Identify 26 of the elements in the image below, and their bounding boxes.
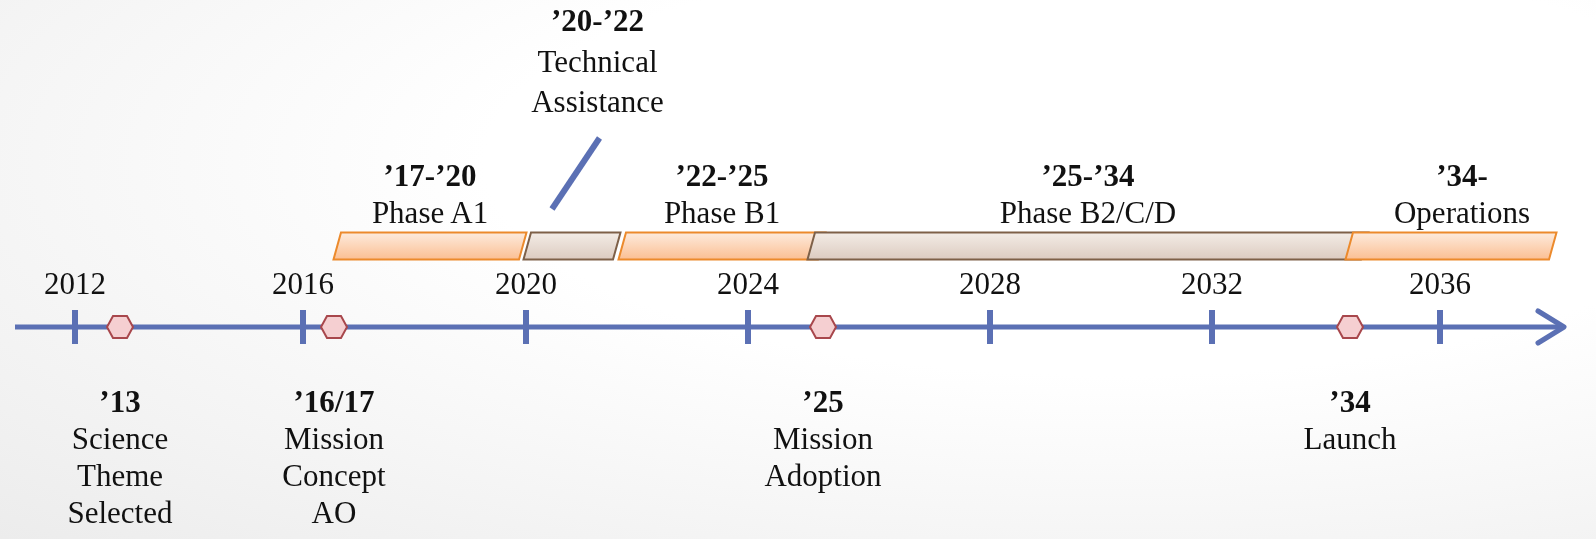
year-label: 2036	[1408, 266, 1472, 302]
milestone-label: Mission Concept AO	[281, 420, 387, 531]
milestone-date: ’16/17	[293, 383, 375, 420]
phase-label: Operations	[1394, 194, 1530, 231]
year-label: 2020	[494, 266, 558, 302]
year-label: 2024	[716, 266, 780, 302]
date-range: ’17-’20	[383, 157, 477, 194]
year-label: 2012	[43, 266, 107, 302]
date-range: ’20-’22	[551, 2, 644, 40]
phase-label: Phase A1	[371, 194, 489, 231]
callout-text: Technical Assistance	[530, 43, 665, 121]
year-label: 2016	[271, 266, 335, 302]
milestone-label: Launch	[1303, 420, 1397, 457]
milestone-label: Mission Adoption	[763, 420, 883, 494]
phase-label: Phase B2/C/D	[999, 194, 1177, 231]
date-range: ’22-’25	[675, 157, 769, 194]
milestone-label: Science Theme Selected	[66, 420, 174, 531]
date-range: ’25-’34	[1041, 157, 1135, 194]
leader-line	[549, 136, 602, 211]
milestone-date: ’13	[99, 383, 141, 420]
milestone-date: ’25	[802, 383, 844, 420]
year-label: 2032	[1180, 266, 1244, 302]
phase-label: Phase B1	[663, 194, 781, 231]
milestone-date: ’34	[1329, 383, 1371, 420]
year-label: 2028	[958, 266, 1022, 302]
date-range: ’34-	[1436, 157, 1488, 194]
